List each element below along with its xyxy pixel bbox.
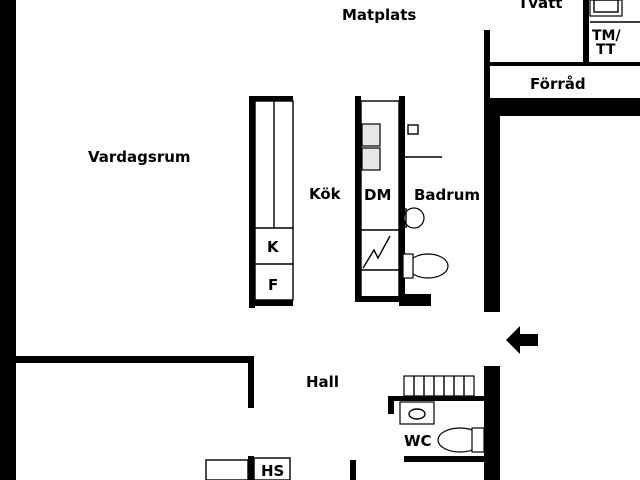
hall-bench-outline — [403, 375, 475, 397]
bottom-partition — [350, 460, 356, 480]
storage-bottom-wall — [486, 98, 640, 116]
wc-top-wall — [388, 396, 484, 401]
shower-head — [407, 124, 419, 135]
label-matplats: Matplats — [342, 6, 416, 24]
hall-bench — [403, 375, 475, 397]
wc-washbasin-bowl — [408, 408, 426, 420]
bathroom-toilet-tank — [402, 253, 414, 279]
wc-top-return — [388, 396, 394, 414]
label-f: F — [268, 276, 278, 294]
counter-bottom-wall — [355, 296, 405, 302]
label-wc: WC — [404, 432, 432, 450]
kitchen-cabinets — [249, 96, 294, 308]
label-hs: HS — [261, 462, 284, 480]
bathroom-bottom-wall — [399, 294, 431, 306]
hs-outline — [253, 457, 291, 480]
bathroom-washbasin — [403, 207, 425, 229]
label-hall: Hall — [306, 373, 339, 391]
label-kok: Kök — [309, 185, 342, 203]
bedroom-wall — [16, 356, 252, 363]
label-tvatt: Tvätt — [518, 0, 562, 12]
bedroom-wall-return — [248, 356, 254, 408]
counter-back-wall — [355, 96, 361, 302]
sink-basin-2 — [361, 147, 381, 171]
label-forrad: Förråd — [530, 75, 586, 93]
left-outer-wall — [0, 0, 16, 480]
label-badrum: Badrum — [414, 186, 480, 204]
wc-fixtures — [399, 401, 485, 453]
cabinet-top-wall — [249, 96, 293, 101]
right-wall-lower — [484, 366, 500, 480]
label-dm: DM — [364, 186, 391, 204]
label-tm: TM/ — [592, 28, 621, 44]
arrow-left-icon — [506, 326, 538, 354]
bathroom-left-wall — [399, 96, 405, 300]
bedroom-furniture — [205, 459, 249, 480]
laundry-sink-basin — [593, 0, 619, 13]
entrance-arrow — [506, 326, 538, 354]
label-tt: TT — [596, 42, 616, 58]
cabinet-bottom-wall — [249, 300, 293, 306]
right-wall-upper — [484, 98, 500, 312]
laundry-area — [484, 0, 640, 100]
kitchen-counter — [355, 96, 405, 302]
laundry-cabinet-wall — [583, 0, 589, 62]
sink-basin-1 — [361, 123, 381, 147]
hs-wall — [248, 456, 254, 480]
stove-symbol — [362, 235, 391, 269]
wc-bottom-wall — [404, 456, 484, 462]
wc-washbasin — [399, 401, 435, 425]
room-labels: Matplats Tvätt TM/ TT Förråd Vardagsrum … — [88, 0, 621, 480]
cabinet-back-wall — [249, 96, 255, 308]
laundry-sink — [589, 0, 623, 17]
label-vardagsrum: Vardagsrum — [88, 148, 191, 166]
wc-toilet-tank — [471, 427, 485, 453]
bathroom — [399, 96, 449, 306]
storage-top-wall — [484, 62, 640, 66]
hs-cabinet — [205, 457, 291, 480]
bathroom-toilet-bowl — [407, 253, 449, 279]
label-k: K — [267, 238, 280, 256]
